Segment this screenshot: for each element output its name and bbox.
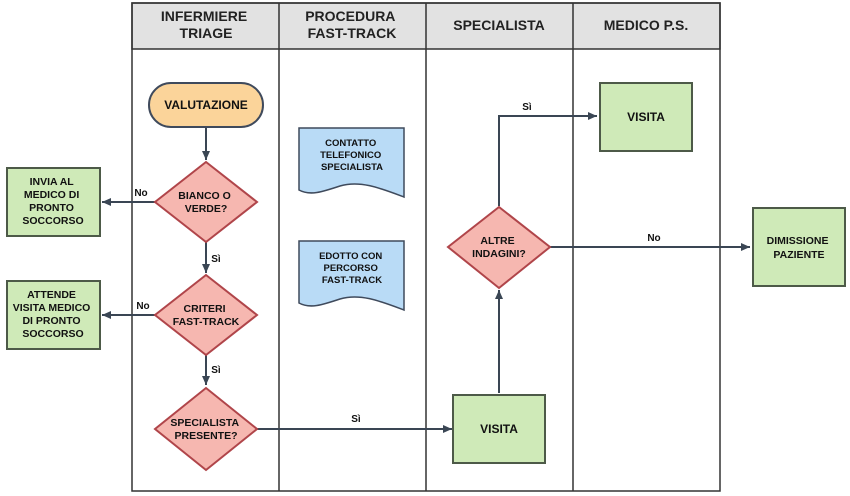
lane-header-infermiere-triage: INFERMIERE TRIAGE [161,8,251,41]
document-shape [298,127,405,199]
node-visita-specialista: VISITA [452,394,546,464]
edge-altre-si [498,112,597,206]
edge-label-si: Sì [522,102,532,113]
node-label: EDOTTO CON PERCORSO FAST-TRACK [319,251,385,286]
node-label: INVIA AL MEDICO DI PRONTO SOCCORSO [22,176,83,227]
process-shape [452,394,546,464]
edge-label-si: Sì [211,254,221,265]
edge-label-no: No [647,233,660,244]
edge-label-si: Sì [351,414,361,425]
node-valutazione: VALUTAZIONE [148,82,264,128]
process-shape [599,82,693,152]
node-attende-visita: ATTENDE VISITA MEDICO DI PRONTO SOCCORSO [6,280,101,350]
terminal-shape [148,82,264,128]
process-shape [6,280,101,350]
edge-label-si: Sì [211,365,221,376]
node-contatto-telefonico: CONTATTO TELEFONICO SPECIALISTA [298,127,405,199]
decision-shape [153,273,259,357]
node-criteri-fast-track: CRITERI FAST-TRACK [153,273,259,357]
decision-shape [446,205,552,290]
decision-shape [153,160,259,244]
lane-header-procedura-fast-track: PROCEDURA FAST-TRACK [305,8,399,41]
node-altre-indagini: ALTRE INDAGINI? [446,205,552,290]
node-edotto-percorso: EDOTTO CON PERCORSO FAST-TRACK [298,240,405,312]
node-label: VALUTAZIONE [164,98,248,112]
process-shape [6,167,101,237]
node-label: ATTENDE VISITA MEDICO DI PRONTO SOCCORSO [13,289,94,340]
node-label: DIMISSIONE PAZIENTE [767,235,832,261]
node-label: SPECIALISTA PRESENTE? [170,417,241,442]
node-visita-medico: VISITA [599,82,693,152]
edges [102,112,750,433]
node-label: VISITA [627,110,665,124]
node-label: BIANCO O VERDE? [178,190,233,215]
node-dimissione-paziente: DIMISSIONE PAZIENTE [752,207,846,287]
document-shape [298,240,405,312]
node-label: ALTRE INDAGINI? [472,235,526,260]
node-label: CRITERI FAST-TRACK [173,303,240,328]
node-specialista-presente: SPECIALISTA PRESENTE? [153,386,259,472]
node-label: CONTATTO TELEFONICO SPECIALISTA [320,138,384,173]
node-bianco-o-verde: BIANCO O VERDE? [153,160,259,244]
edge-label-no: No [136,301,149,312]
decision-shape [153,386,259,472]
lane-header-medico-ps: MEDICO P.S. [604,17,689,33]
swimlane-frame [131,2,721,492]
lane-header-specialista: SPECIALISTA [453,17,545,33]
process-shape [752,207,846,287]
node-invia-medico: INVIA AL MEDICO DI PRONTO SOCCORSO [6,167,101,237]
node-label: VISITA [480,422,518,436]
edge-label-no: No [134,188,147,199]
